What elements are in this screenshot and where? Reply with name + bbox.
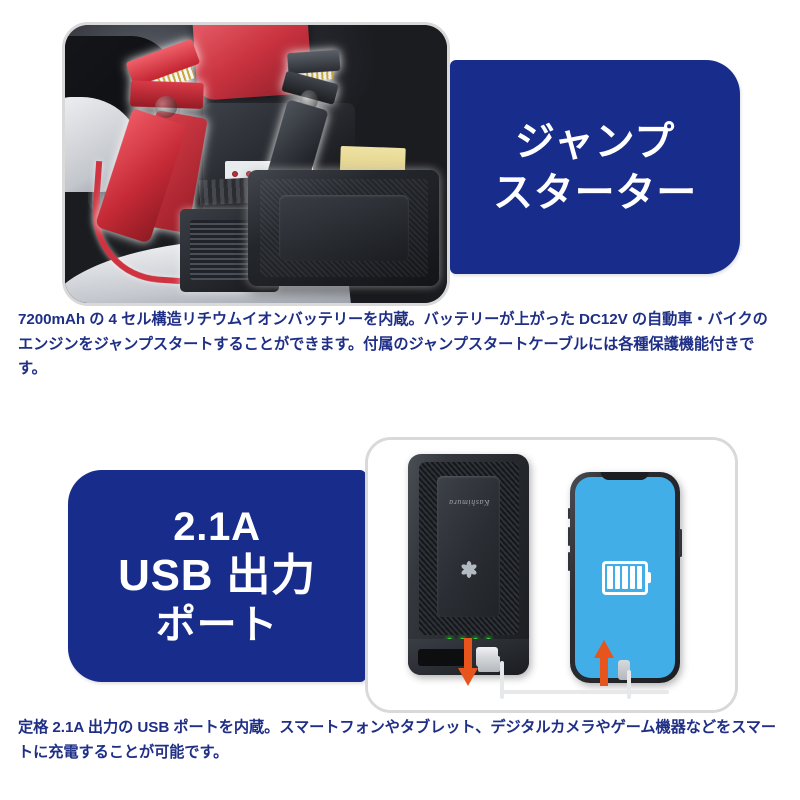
- powerbank-cable-vertical: [500, 661, 505, 700]
- phone-volume-down-button: [567, 552, 571, 572]
- battery-full-icon: [601, 560, 648, 595]
- powerbank-center-plate: Kashimura: [437, 475, 501, 618]
- jump-starter-photo-card: [62, 22, 450, 306]
- usb-a-connector: [478, 656, 501, 673]
- usb-output-badge-line3: ポート: [155, 602, 279, 647]
- usb-output-caption: 定格 2.1A 出力の USB ポートを内蔵。スマートフォンやタブレット、デジタ…: [18, 719, 777, 761]
- engine-bay-photo: [65, 25, 447, 303]
- input-arrow-icon: [592, 638, 616, 688]
- output-arrow-icon: [456, 638, 480, 688]
- smartphone-device: [567, 472, 682, 683]
- black-clamp-upper-jaw: [286, 49, 340, 75]
- jump-starter-badge-line1: ジャンプ: [515, 119, 675, 164]
- phone-volume-up-button: [567, 527, 571, 547]
- jump-starter-caption: 7200mAh の 4 セル構造リチウムイオンバッテリーを内蔵。バッテリーが上が…: [18, 311, 768, 378]
- lightning-connector: [617, 660, 630, 681]
- phone-notch: [600, 472, 650, 481]
- jump-starter-device: [248, 169, 440, 287]
- powerbank-device: Kashimura: [408, 453, 530, 675]
- usb-cable-horizontal: [500, 689, 669, 694]
- powerbank-phone-photo: Kashimura: [368, 440, 735, 710]
- phone-screen: [574, 477, 675, 678]
- jump-starter-center-plate: [278, 195, 409, 261]
- jump-starter-badge-line2: スターター: [493, 170, 697, 215]
- usb-output-badge-line1: 2.1A: [173, 505, 261, 550]
- usb-output-photo-card: Kashimura: [365, 437, 738, 713]
- usb-output-badge-line2: USB 出力: [118, 551, 316, 601]
- jump-starter-badge: ジャンプ スターター: [450, 60, 740, 274]
- usb-output-badge: 2.1A USB 出力 ポート: [68, 470, 366, 682]
- phone-power-button: [679, 529, 682, 557]
- phone-mute-switch: [567, 508, 571, 519]
- usb-port-group: [418, 648, 467, 666]
- phone-cable-vertical: [626, 669, 631, 700]
- power-button-icon: [460, 560, 478, 578]
- powerbank-brand-label: Kashimura: [448, 498, 490, 508]
